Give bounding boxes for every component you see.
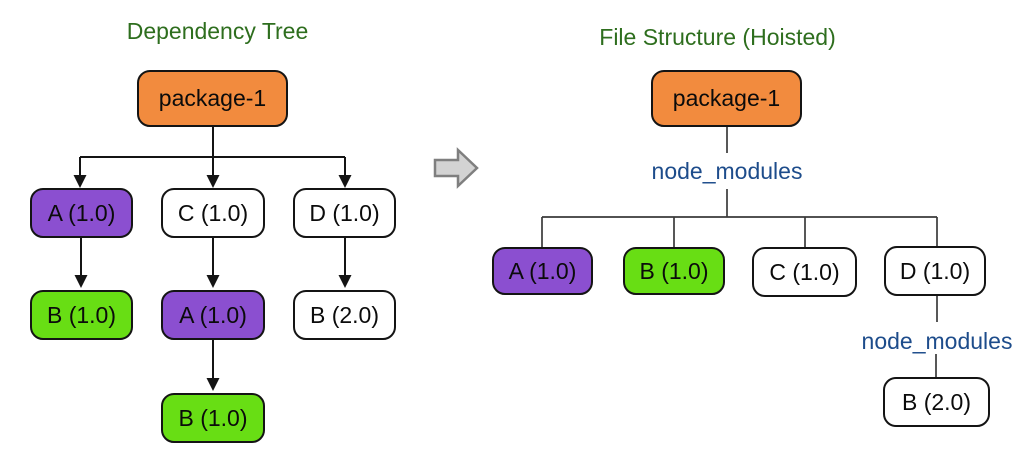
node-b-1-0-deep: B (1.0) [161,393,265,443]
transform-arrow-icon [433,147,479,189]
arrowhead-icon [338,275,352,288]
left-tree-connectors [79,127,346,379]
node-c-1-0: C (1.0) [161,188,265,238]
arrowhead-icon [74,275,88,288]
hoisted-node-d-1-0: D (1.0) [884,246,986,296]
hoisted-node-c-1-0: C (1.0) [752,247,857,297]
hoisted-node-b-1-0: B (1.0) [623,247,725,295]
left-tree-title: Dependency Tree [126,18,309,44]
arrowhead-icon [73,175,87,188]
node-a-1-0-nested: A (1.0) [161,290,265,340]
right-tree-title: File Structure (Hoisted) [599,24,836,50]
arrowhead-icon [338,175,352,188]
arrowhead-icon [206,275,220,288]
node-package-1-left: package-1 [137,70,288,127]
hoisted-node-a-1-0: A (1.0) [492,247,593,295]
node-modules-label-nested: node_modules [861,328,1013,354]
node-d-1-0: D (1.0) [293,188,396,238]
node-a-1-0: A (1.0) [30,188,133,238]
node-b-1-0: B (1.0) [30,290,133,340]
nested-node-b-2-0: B (2.0) [883,377,990,427]
arrowhead-icon [206,175,220,188]
node-package-1-right: package-1 [651,70,802,127]
node-modules-label-root: node_modules [651,158,803,184]
node-b-2-0: B (2.0) [293,290,396,340]
arrowhead-icon [206,378,220,391]
